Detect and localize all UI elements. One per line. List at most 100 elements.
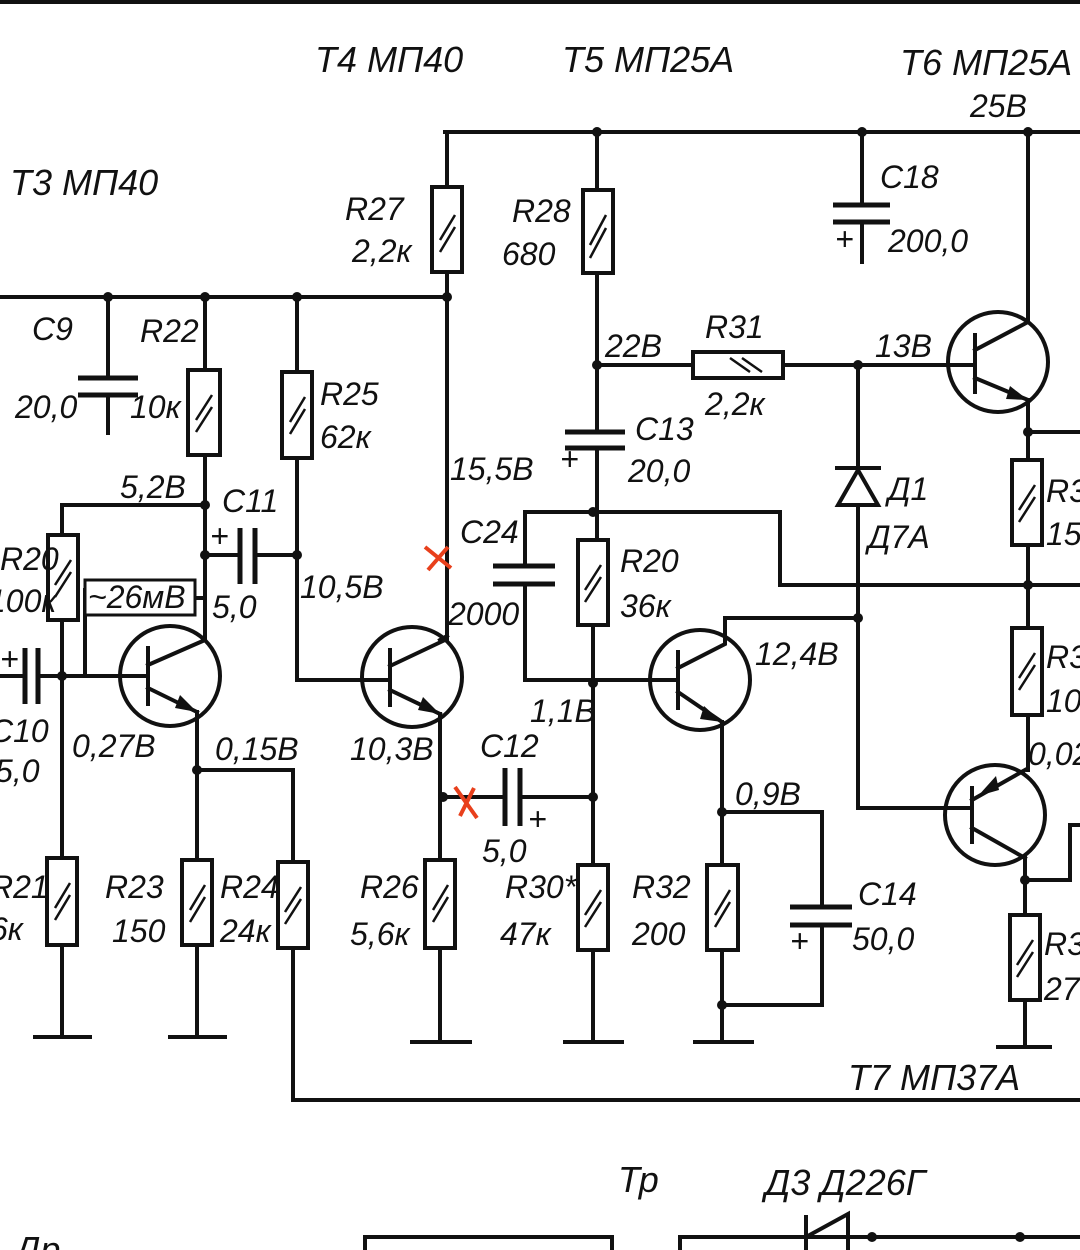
capacitor-c18	[833, 202, 890, 225]
c12-name: С12	[480, 728, 539, 764]
r32-name: R32	[632, 869, 691, 905]
r27-value: 2,2к	[351, 233, 413, 269]
capacitor-c9	[78, 375, 138, 398]
resistor-r28	[581, 188, 615, 275]
cross-mark-1	[423, 545, 453, 572]
c10-value: 5,0	[0, 753, 40, 789]
resistor-right-2	[1010, 626, 1044, 717]
signal-level-box	[83, 578, 197, 617]
capacitor-c14	[790, 904, 852, 928]
r31-value: 2,2к	[704, 386, 766, 422]
r28-value: 680	[502, 236, 556, 272]
r30-value: 47к	[500, 916, 553, 952]
r-right3-name: R3	[1044, 926, 1080, 962]
label-t3: Т3 МП40	[10, 162, 158, 203]
label-choke: Др	[11, 1229, 60, 1250]
r23-name: R23	[105, 869, 164, 905]
transistor-t7	[943, 763, 1047, 867]
c24-name: С24	[460, 514, 519, 550]
resistor-r32	[705, 863, 740, 952]
r21-value: 6к	[0, 911, 25, 947]
c11-name: С11	[222, 483, 278, 519]
resistor-r30	[576, 863, 610, 952]
r22-name: R22	[140, 313, 199, 349]
transistor-t6	[946, 310, 1050, 414]
voltage-0-15v: 0,15В	[215, 731, 299, 767]
capacitor-c12	[502, 768, 523, 826]
c10-plus: +	[0, 641, 19, 677]
capacitor-c13	[565, 429, 625, 451]
resistor-r23	[180, 858, 214, 947]
c24-value: 2000	[447, 596, 519, 632]
voltage-10-3v: 10,3В	[350, 731, 434, 767]
r24-value: 24к	[219, 913, 273, 949]
c12-value: 5,0	[482, 833, 527, 869]
voltage-12-4v: 12,4В	[755, 636, 839, 672]
resistor-right-3	[1008, 913, 1042, 1002]
c9-name: С9	[32, 311, 73, 347]
label-t5: Т5 МП25А	[562, 39, 734, 80]
cross-mark-2	[453, 785, 479, 820]
voltage-0-9v: 0,9В	[735, 776, 801, 812]
resistor-r27	[430, 185, 464, 274]
resistor-r20-mid	[576, 538, 610, 627]
r20-mid-name: R20	[620, 543, 679, 579]
voltage-0-27v: 0,27В	[72, 728, 156, 764]
grounds	[33, 1035, 1052, 1049]
voltage-supply: 25В	[969, 88, 1027, 124]
c14-value: 50,0	[852, 921, 914, 957]
c14-name: С14	[858, 876, 917, 912]
r-right3-value: 27	[1043, 971, 1080, 1007]
voltage-1-1v: 1,1В	[530, 693, 596, 729]
diode-d1	[834, 465, 882, 507]
transistor-t5	[648, 616, 752, 732]
resistor-r25	[280, 370, 314, 460]
transistor-symbols	[118, 310, 1050, 867]
voltage-5-2v: 5,2В	[120, 469, 186, 505]
r24-name: R24	[220, 869, 279, 905]
r20-mid-value: 36к	[620, 588, 673, 624]
r30-name: R30*	[505, 869, 578, 905]
red-annotation-marks	[423, 545, 479, 820]
voltage-10-5v: 10,5В	[300, 569, 384, 605]
c10-name: С10	[0, 713, 49, 749]
resistor-r20-left	[46, 533, 80, 622]
capacitor-c10	[22, 648, 41, 704]
r-right1-value: 15	[1046, 516, 1080, 552]
c14-plus: +	[790, 923, 809, 959]
label-d3: Д3 Д226Г	[761, 1162, 928, 1203]
d1-name: Д1	[885, 471, 928, 507]
voltage-0-02: 0,02	[1028, 736, 1080, 772]
r-right1-name: R3	[1046, 473, 1080, 509]
r26-value: 5,6к	[350, 916, 411, 952]
resistor-symbols	[45, 185, 1044, 1002]
c9-value: 20,0	[14, 389, 77, 425]
r-right2-name: R3	[1046, 639, 1080, 675]
r20-left-value: 100к	[0, 583, 58, 619]
r21-name: R21	[0, 869, 49, 905]
c11-plus: +	[210, 518, 229, 554]
r20-left-name: R20	[0, 541, 59, 577]
c18-plus: +	[835, 221, 854, 257]
resistor-r22	[186, 368, 222, 457]
capacitor-c11	[237, 528, 258, 584]
c13-name: С13	[635, 411, 694, 447]
transistor-t3	[118, 624, 222, 728]
voltage-15-5v: 15,5В	[450, 451, 534, 487]
r22-value: 10к	[130, 389, 183, 425]
label-t6: Т6 МП25А	[900, 42, 1072, 83]
r27-name: R27	[345, 191, 405, 227]
r26-name: R26	[360, 869, 419, 905]
wires	[0, 130, 1080, 1250]
label-transformer: Тр	[618, 1159, 659, 1200]
resistor-right-1	[1010, 458, 1044, 547]
c18-value: 200,0	[887, 223, 968, 259]
signal-level: ~26мВ	[88, 579, 186, 615]
transistor-t4	[360, 625, 464, 729]
c11-value: 5,0	[212, 589, 257, 625]
r32-value: 200	[631, 916, 686, 952]
resistor-r26	[423, 858, 457, 950]
labels: Т4 МП40 Т5 МП25А Т6 МП25А Т3 МП40 Т7 МП3…	[0, 39, 1080, 1250]
r31-name: R31	[705, 309, 764, 345]
